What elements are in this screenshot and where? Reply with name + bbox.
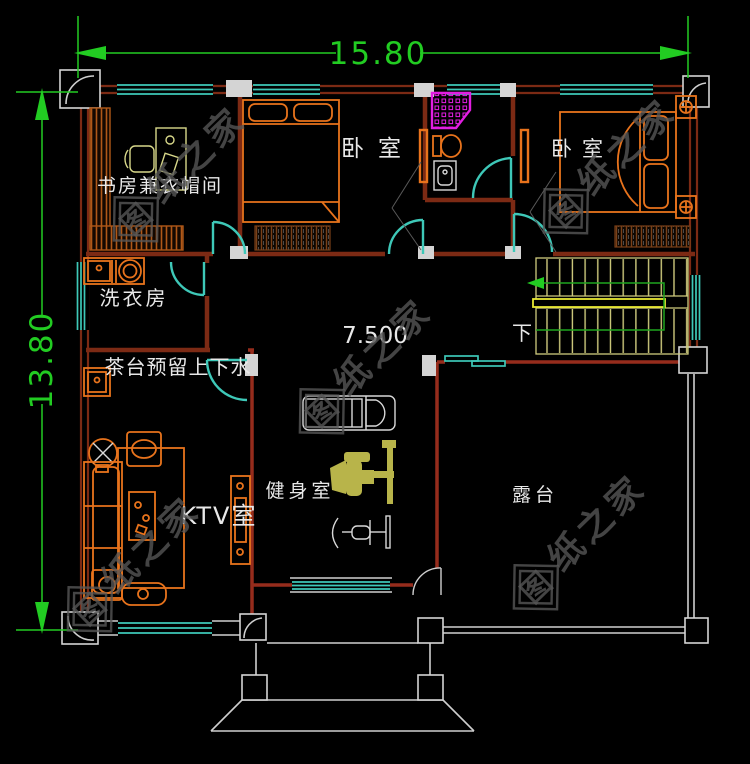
interior-walls	[86, 88, 695, 620]
wardrobe	[89, 225, 184, 251]
terrace-sliding-door	[444, 355, 506, 367]
bath-door	[471, 156, 513, 199]
gym-room	[302, 395, 396, 549]
gym-window	[290, 577, 392, 593]
laundry-window	[75, 262, 89, 330]
pillow	[248, 103, 288, 122]
chaise	[121, 582, 167, 606]
study-room	[89, 107, 187, 251]
label-laundry: 洗衣房	[100, 286, 169, 310]
toilet	[440, 134, 462, 158]
dim-arrow-right	[660, 46, 692, 60]
stair-handrail	[532, 298, 666, 308]
bed	[242, 99, 340, 223]
label-gym: 健身室	[265, 480, 334, 502]
nightstand	[675, 95, 697, 119]
tea-sink	[83, 367, 111, 397]
dimension-left: 13.80	[16, 88, 78, 634]
bedroom-left-door	[387, 218, 425, 255]
bedroom-left-window	[253, 83, 320, 96]
desk	[155, 127, 187, 191]
tv-cabinet	[230, 475, 251, 565]
label-bedroom-left: 卧室	[341, 136, 415, 162]
entry-porch	[210, 642, 475, 732]
room-labels: 书房兼衣帽间 卧室 卧室 洗衣房 茶台预留上下水 KTV室 健身室 露台 7.5…	[97, 136, 613, 530]
washbasin	[433, 160, 457, 191]
exercise-bike	[331, 515, 391, 549]
laundry-sink	[87, 260, 111, 282]
pillow	[643, 163, 669, 209]
bedroom-right	[519, 95, 697, 253]
stair-window	[690, 275, 704, 340]
dim-arrow-top	[35, 88, 49, 120]
coffee-table	[128, 491, 156, 541]
terrace-column	[678, 346, 708, 374]
bedroom-left	[242, 99, 429, 251]
ktv-door	[205, 358, 248, 402]
dimension-top: 15.80	[74, 16, 692, 78]
armchair	[126, 431, 162, 467]
laundry-counter	[83, 257, 145, 285]
stair-arrow	[527, 277, 544, 289]
stair-down-label: 下	[512, 321, 532, 345]
laundry-room	[83, 257, 145, 285]
porch-column	[417, 674, 444, 701]
gym-machine	[330, 440, 396, 504]
staircase: 下	[512, 257, 689, 355]
dim-arrow-left	[74, 46, 106, 60]
bathroom	[430, 91, 472, 191]
study-door	[211, 220, 247, 255]
terrace-column	[684, 617, 709, 644]
label-tea-note: 茶台预留上下水	[105, 355, 252, 379]
pillow	[643, 115, 669, 161]
nightstand	[675, 195, 697, 219]
bed	[559, 111, 677, 213]
tv-panel	[418, 128, 429, 184]
porch-column	[241, 674, 268, 701]
laundry-door	[169, 261, 206, 297]
label-ktv: KTV室	[181, 502, 258, 530]
rug	[614, 225, 691, 248]
rug	[254, 225, 331, 251]
washing-machine	[118, 259, 142, 283]
label-bedroom-right: 卧室	[551, 137, 613, 161]
shower	[430, 91, 472, 130]
toilet-tank	[432, 135, 442, 157]
label-terrace: 露台	[512, 484, 558, 506]
tea-area	[83, 367, 111, 397]
desk-chair	[129, 145, 155, 173]
stair-direction-line	[536, 282, 665, 331]
gym-door	[412, 567, 442, 596]
pillow	[293, 103, 333, 122]
bedroom-right-window	[560, 83, 653, 96]
study-window	[117, 83, 213, 96]
columns	[59, 69, 710, 701]
rug	[117, 447, 185, 589]
label-level-mark: 7.500	[342, 323, 408, 349]
ktv-window	[118, 620, 212, 636]
ktv-room	[83, 431, 251, 606]
dimension-width-label: 15.80	[329, 36, 428, 72]
tv-panel	[519, 128, 530, 184]
doors	[169, 156, 554, 596]
windows	[75, 83, 704, 636]
dimension-height-label: 13.80	[24, 311, 60, 410]
label-study: 书房兼衣帽间	[97, 175, 223, 197]
porch-column	[417, 617, 444, 644]
sofa	[83, 461, 123, 599]
dim-arrow-bottom	[35, 602, 49, 634]
